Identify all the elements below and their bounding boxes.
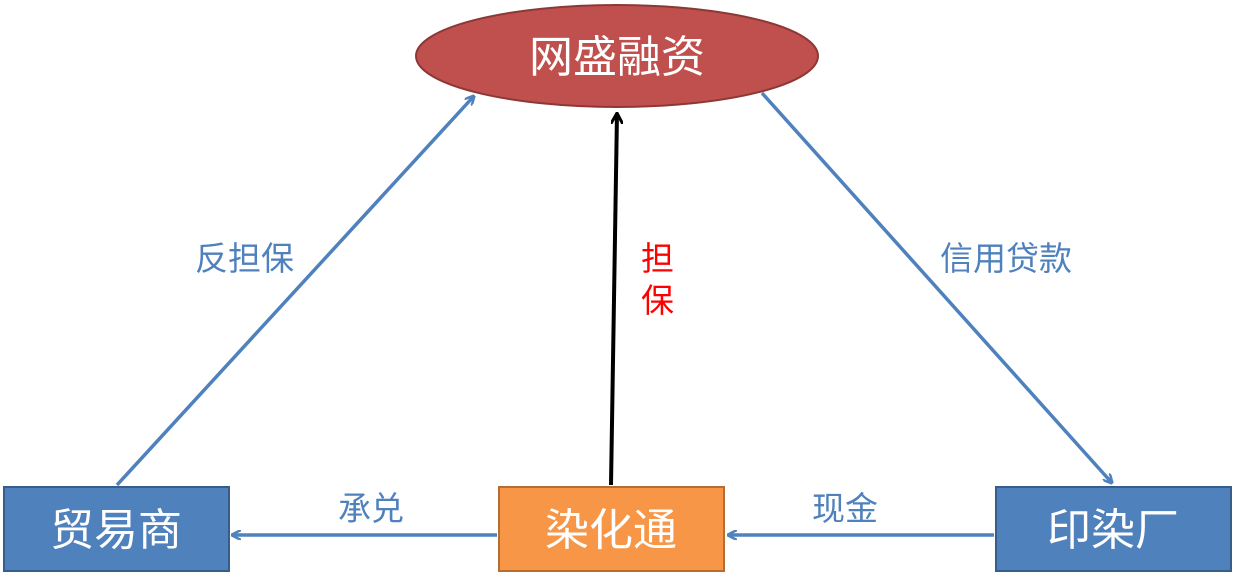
node-dyeing-factory: 印染厂: [995, 486, 1232, 572]
arrow-center-to-top: [609, 113, 617, 486]
node-center-shape: [498, 486, 725, 572]
node-top-shape: [415, 4, 819, 108]
edge-label-guarantee-line2: 保: [641, 281, 674, 320]
edge-label-counter-guarantee: 反担保: [195, 239, 294, 278]
node-top-label: 网盛融资: [529, 32, 705, 83]
node-right-label: 印染厂: [1047, 505, 1179, 556]
node-wangsheng-financing: 网盛融资: [415, 4, 819, 108]
node-center-label: 染化通: [545, 505, 677, 556]
node-ranhuatong: 染化通: [498, 486, 725, 572]
node-trader: 贸易商: [3, 486, 230, 572]
arrow-left-to-top: [115, 96, 474, 487]
edge-label-guarantee-line1: 担: [641, 239, 674, 278]
edge-label-cash: 现金: [812, 489, 878, 528]
edge-label-acceptance: 承兑: [338, 489, 404, 528]
node-left-label: 贸易商: [50, 505, 182, 556]
node-left-shape: [3, 486, 230, 572]
arrow-top-to-right: [760, 91, 1112, 483]
node-right-shape: [995, 486, 1232, 572]
edge-label-credit-loan: 信用贷款: [940, 239, 1072, 278]
